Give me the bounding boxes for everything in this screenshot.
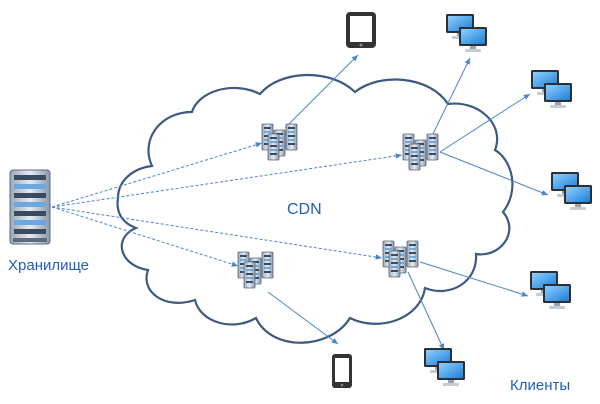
storage-label: Хранилище	[8, 257, 89, 274]
tablet-icon	[346, 12, 376, 48]
phone-icon	[332, 354, 352, 388]
link-desktop-4	[419, 261, 529, 297]
storage-links	[51, 142, 403, 267]
desktop-client-3-icon	[551, 172, 592, 210]
desktop-client-5-icon	[424, 348, 465, 386]
desktop-client-2-icon	[531, 70, 572, 108]
desktop-client-1-icon	[446, 14, 487, 52]
link-storage-server-bottom-right	[51, 206, 383, 260]
client-links	[267, 54, 549, 351]
cdn-label: CDN	[287, 201, 322, 218]
storage-server-icon	[9, 169, 51, 245]
link-desktop-1	[429, 57, 471, 141]
link-storage-server-bottom-left	[51, 206, 239, 267]
link-storage-server-top-left	[51, 142, 263, 208]
link-desktop-2	[439, 93, 531, 153]
link-desktop-3	[439, 151, 549, 196]
link-storage-server-top-right	[51, 153, 403, 208]
link-tablet-top	[284, 54, 359, 129]
link-phone-bottom	[267, 291, 339, 345]
link-desktop-5	[407, 271, 445, 351]
clients-label: Клиенты	[510, 377, 570, 394]
desktop-client-4-icon	[530, 271, 571, 309]
